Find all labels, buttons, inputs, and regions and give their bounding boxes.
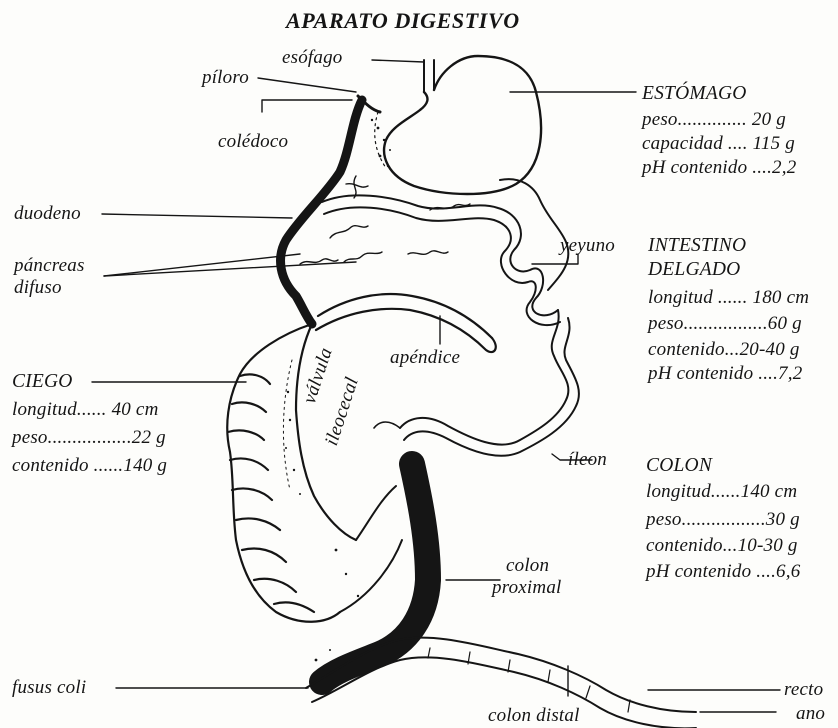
ciego-row-peso: peso.................22 g	[12, 428, 166, 447]
label-colon-proximal-1: colon	[506, 556, 549, 575]
label-duodeno: duodeno	[14, 204, 81, 223]
label-apendice: apéndice	[390, 348, 460, 367]
ciego-row-contenido: contenido ......140 g	[12, 456, 167, 475]
label-piloro: píloro	[202, 68, 249, 87]
colon-heading: COLON	[646, 456, 712, 476]
cecum-shape	[227, 324, 356, 622]
colon-row-longitud: longitud......140 cm	[646, 482, 797, 501]
leader-coledoco	[262, 100, 352, 112]
colon-row-ph: pH contenido ....6,6	[646, 562, 800, 581]
ciego-heading: CIEGO	[12, 372, 73, 392]
leader-pancreas-b	[104, 262, 356, 276]
label-coledoco: colédoco	[218, 132, 288, 151]
leader-duodeno	[102, 214, 292, 218]
ciego-row-longitud: longitud...... 40 cm	[12, 400, 159, 419]
diagram-title: APARATO DIGESTIVO	[286, 10, 520, 32]
label-colon-distal: colon distal	[488, 706, 580, 725]
colon-row-peso: peso.................30 g	[646, 510, 800, 529]
stomach-shape	[375, 56, 541, 194]
label-fusus-coli: fusus coli	[12, 678, 86, 697]
intestino-delgado-row-longitud: longitud ...... 180 cm	[648, 288, 809, 307]
estomago-row-ph: pH contenido ....2,2	[642, 158, 796, 177]
intestino-delgado-heading-2: DELGADO	[648, 260, 740, 280]
leader-pancreas-a	[104, 254, 300, 276]
colon-connector-shape	[340, 486, 402, 612]
esophagus-shape	[424, 60, 434, 92]
leader-piloro	[258, 78, 356, 92]
intestino-delgado-row-peso: peso.................60 g	[648, 314, 802, 333]
label-esofago: esófago	[282, 48, 343, 67]
label-pancreas-difuso: difuso	[14, 278, 62, 297]
label-ano: ano	[796, 704, 825, 723]
intestino-delgado-row-ph: pH contenido ....7,2	[648, 364, 802, 383]
label-colon-proximal-2: proximal	[492, 578, 562, 597]
intestino-delgado-row-contenido: contenido...20-40 g	[648, 340, 800, 359]
estomago-row-peso: peso.............. 20 g	[642, 110, 786, 129]
label-yeyuno: yeyuno	[560, 236, 615, 255]
ileum-shape	[400, 310, 579, 456]
intestino-delgado-heading-1: INTESTINO	[648, 236, 746, 256]
leader-esofago	[372, 60, 424, 62]
label-ileon: íleon	[568, 450, 607, 469]
duodenum-shape	[281, 100, 362, 324]
appendix-shape	[316, 294, 496, 352]
estomago-row-capacidad: capacidad .... 115 g	[642, 134, 795, 153]
label-recto: recto	[784, 680, 823, 699]
label-pancreas: páncreas	[14, 256, 85, 275]
estomago-heading: ESTÓMAGO	[642, 84, 747, 104]
jejunum-shape	[322, 179, 568, 325]
ileocecal-valve-pointer	[374, 422, 400, 428]
colon-row-contenido: contenido...10-30 g	[646, 536, 798, 555]
